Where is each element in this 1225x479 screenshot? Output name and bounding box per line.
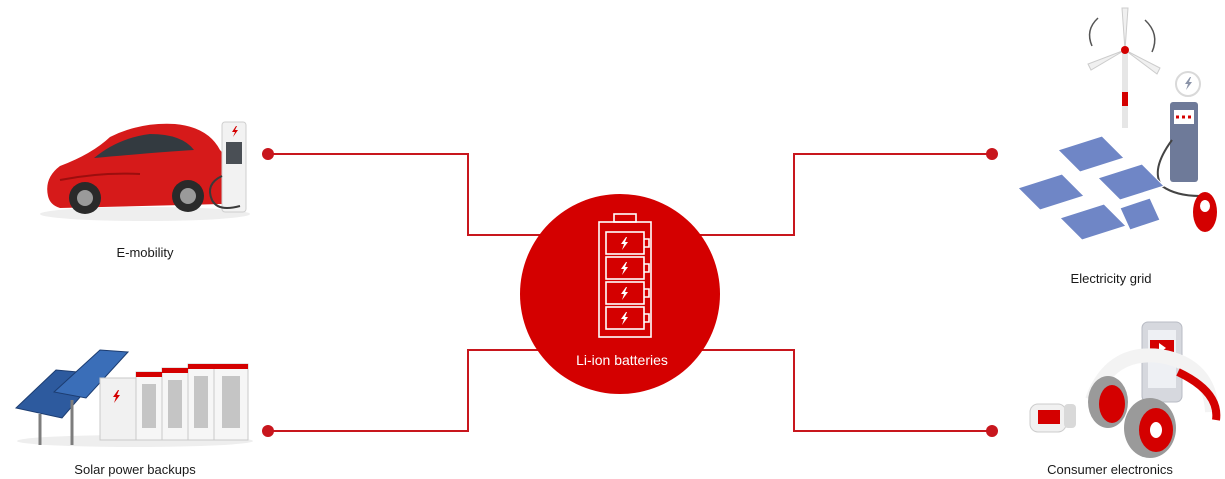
battery-icon	[598, 213, 652, 338]
hub-label: Li-ion batteries	[576, 352, 668, 368]
connector-dot-consumer-electronics	[986, 425, 998, 437]
hub-circle	[520, 194, 720, 394]
connector-consumer-electronics	[680, 349, 992, 432]
connector-dot-e-mobility	[262, 148, 274, 160]
connectors	[268, 153, 992, 432]
connector-electricity-grid	[680, 153, 992, 236]
connector-dot-solar-power-backups	[262, 425, 274, 437]
bolt-glyphs	[621, 237, 628, 325]
electric-car-charging-icon	[40, 121, 250, 221]
node-label-consumer-electronics: Consumer electronics	[1047, 462, 1173, 477]
node-label-e-mobility: E-mobility	[116, 245, 174, 260]
hub: Li-ion batteries	[520, 194, 720, 394]
wind-solar-grid-icon	[1017, 7, 1217, 241]
node-label-electricity-grid: Electricity grid	[1071, 271, 1152, 286]
devices-headphones-icon	[1029, 321, 1221, 458]
connector-dot-electricity-grid	[986, 148, 998, 160]
connector-solar-power-backups	[268, 349, 560, 432]
solar-battery-storage-icon	[14, 349, 253, 447]
node-label-solar-power-backups: Solar power backups	[74, 462, 196, 477]
connector-e-mobility	[268, 153, 560, 236]
connector-dots	[262, 148, 998, 437]
